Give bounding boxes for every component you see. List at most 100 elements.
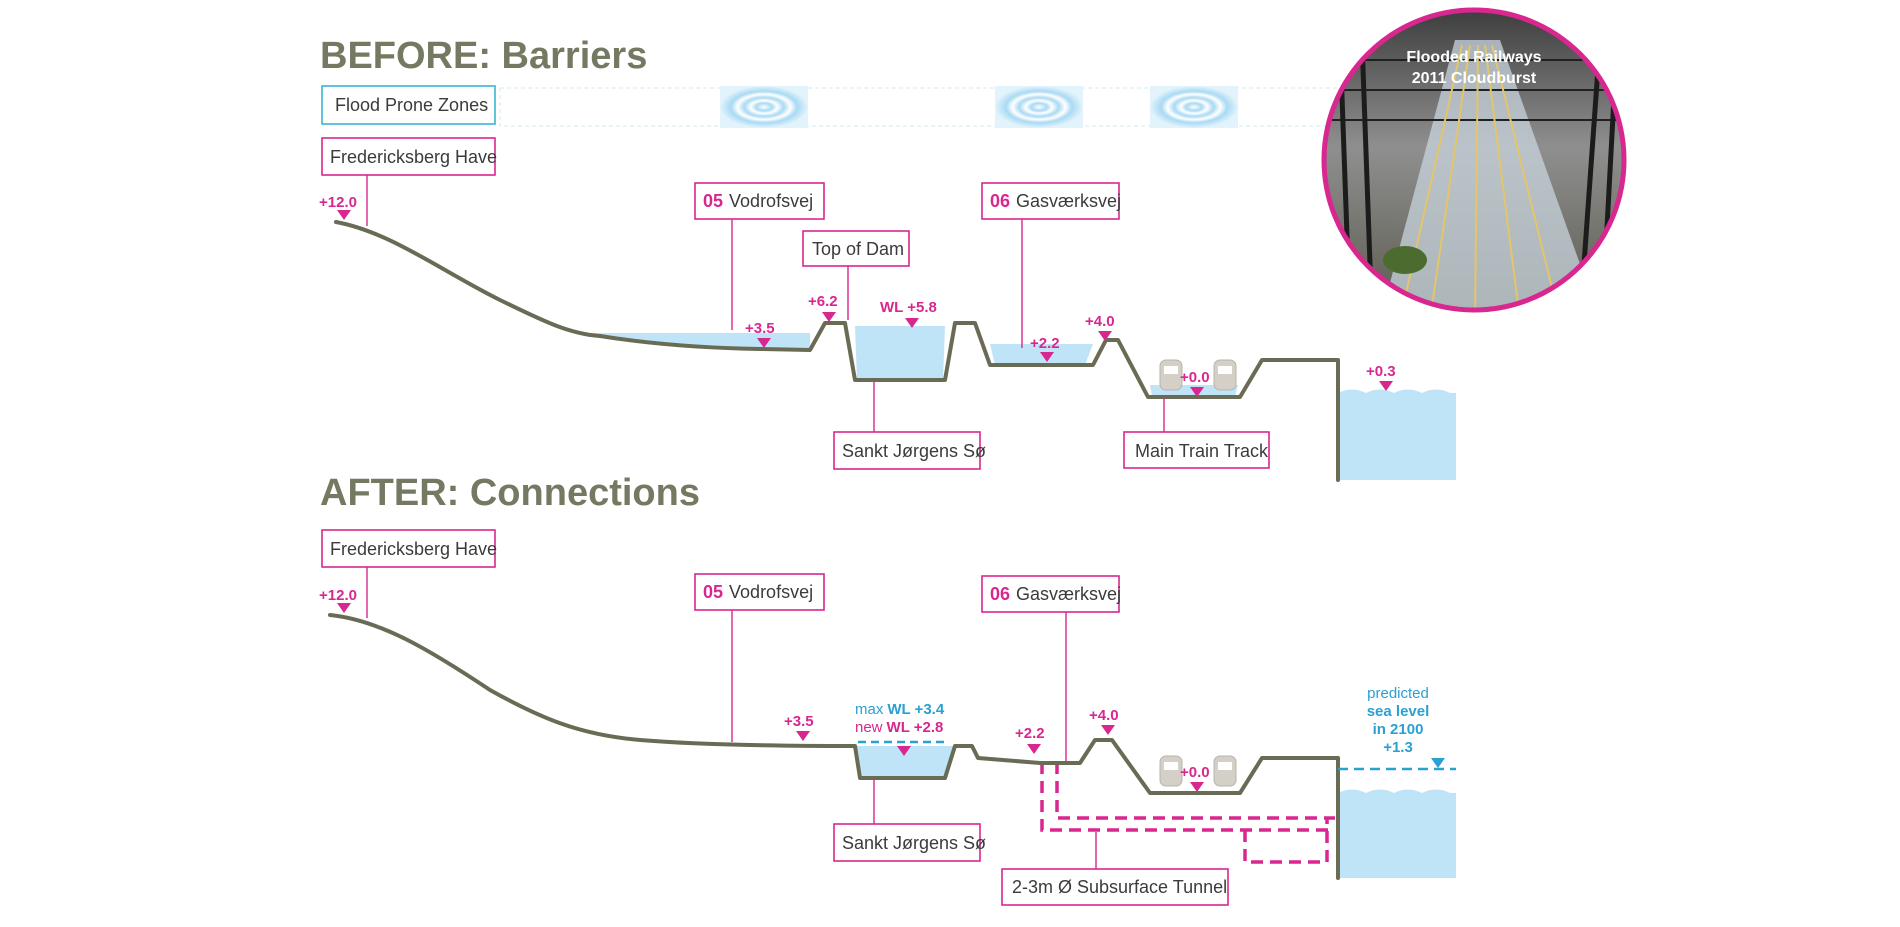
photo-flood-water — [1380, 40, 1600, 310]
after-train-elev: +0.0 — [1180, 764, 1210, 781]
sea-level-marker — [1431, 758, 1445, 768]
after-train-icon-right — [1213, 755, 1237, 787]
flood-zone-ripple — [720, 86, 808, 128]
before-vodrofsvej-marker — [757, 338, 771, 348]
tunnel-upper — [1040, 762, 1335, 832]
photo-vegetation — [1383, 246, 1427, 274]
sea-level-line3: in 2100 — [1373, 721, 1424, 738]
before-bank-marker — [1098, 331, 1112, 341]
tunnel-label-box — [1001, 868, 1229, 906]
before-dam-elev: +6.2 — [808, 293, 838, 310]
after-gasvaerksvej-elev: +2.2 — [1015, 725, 1045, 742]
before-park-label-box — [321, 137, 496, 176]
after-vodrofsvej-box — [694, 573, 825, 611]
train-body — [1213, 755, 1237, 787]
before-train-elev: +0.0 — [1180, 369, 1210, 386]
after-heading: AFTER: Connections — [320, 472, 700, 514]
before-vodrofsvej-water — [590, 333, 810, 350]
photo-poles — [1337, 39, 1619, 310]
after-park-elev-marker — [337, 603, 351, 613]
after-park-label-box — [321, 529, 496, 568]
before-train-icon-left — [1159, 359, 1183, 391]
before-gasvaerksvej-box — [981, 182, 1120, 220]
train-window — [1218, 366, 1232, 374]
before-gasvaerksvej-num: 06 — [990, 191, 1010, 211]
train-body — [1159, 359, 1183, 391]
flood-zone-ripple — [995, 86, 1083, 128]
before-sea-elev: +0.3 — [1366, 363, 1396, 380]
before-vodrofsvej-num: 05 — [703, 191, 723, 211]
before-lake-label: Sankt Jørgens Sø — [842, 441, 986, 461]
before-top-of-dam-box — [802, 230, 910, 267]
sea-level-line2: sea level — [1367, 703, 1430, 720]
before-bank-elev: +4.0 — [1085, 313, 1115, 330]
after-gasvaerksvej-marker — [1027, 744, 1041, 754]
before-park-label: Fredericksberg Have — [330, 147, 497, 167]
after-gasvaerksvej-num: 06 — [990, 584, 1010, 604]
sea-level-elev: +1.3 — [1383, 739, 1413, 756]
after-lake-new-prefix: new — [855, 719, 883, 736]
flooded-railways-photo: Flooded Railways 2011 Cloudburst — [1321, 7, 1627, 313]
flood-zones-legend-box — [321, 85, 496, 125]
after-lake-label-box — [833, 823, 981, 862]
before-lake-wl: WL +5.8 — [880, 299, 937, 316]
after-park-elev: +12.0 — [319, 587, 357, 604]
before-park-elev: +12.0 — [319, 194, 357, 211]
before-lake-label-box — [833, 431, 981, 470]
photo-title-line2: 2011 Cloudburst — [1412, 70, 1537, 87]
photo-rails — [1399, 44, 1561, 310]
after-lake-max-value: WL +3.4 — [887, 701, 944, 718]
after-vodrofsvej-label: 05 Vodrofsvej — [703, 582, 813, 602]
before-lake-water — [855, 326, 945, 380]
flood-prone-zones-band — [499, 86, 1361, 128]
before-top-of-dam-label: Top of Dam — [812, 239, 904, 259]
before-heading: BEFORE: Barriers — [320, 35, 647, 77]
after-park-label: Fredericksberg Have — [330, 539, 497, 559]
after-gasvaerksvej-label: 06 Gasværksvej — [990, 584, 1121, 604]
before-gasvaerksvej-marker — [1040, 352, 1054, 362]
after-sea-water — [1338, 789, 1456, 878]
before-park-elev-marker — [337, 210, 351, 220]
after-gasvaerksvej-box — [981, 575, 1120, 613]
before-gasvaerksvej-name: Gasværksvej — [1016, 191, 1121, 211]
after-terrain-profile — [328, 613, 1340, 880]
before-dam-marker — [822, 312, 836, 322]
before-vodrofsvej-name: Vodrofsvej — [729, 191, 813, 211]
train-window — [1164, 762, 1178, 770]
after-bank-elev: +4.0 — [1089, 707, 1119, 724]
before-terrain-profile — [334, 220, 1340, 482]
after-lake-water — [855, 746, 955, 778]
train-window — [1164, 366, 1178, 374]
before-vodrofsvej-label: 05 Vodrofsvej — [703, 191, 813, 211]
after-vodrofsvej-num: 05 — [703, 582, 723, 602]
before-gasvaerksvej-elev: +2.2 — [1030, 335, 1060, 352]
after-gasvaerksvej-name: Gasværksvej — [1016, 584, 1121, 604]
train-body — [1159, 755, 1183, 787]
train-window — [1218, 762, 1232, 770]
photo-overhead-wires — [1330, 59, 1620, 121]
before-gasvaerksvej-label: 06 Gasværksvej — [990, 191, 1121, 211]
before-sea-marker — [1379, 381, 1393, 391]
before-sea-water — [1338, 389, 1456, 480]
flood-zone-ripple — [1150, 86, 1238, 128]
photo-title-line1: Flooded Railways — [1406, 49, 1541, 66]
photo-frame — [1321, 7, 1627, 313]
before-train-icon-right — [1213, 359, 1237, 391]
before-lake-wl-marker — [905, 318, 919, 328]
tunnel-loop — [1243, 818, 1329, 864]
sea-level-line1: predicted — [1367, 685, 1429, 702]
after-lake-max-prefix: max — [855, 701, 884, 718]
before-vodrofsvej-elev: +3.5 — [745, 320, 775, 337]
before-train-label-box — [1123, 431, 1270, 469]
after-vodrofsvej-name: Vodrofsvej — [729, 582, 813, 602]
before-train-label: Main Train Track — [1135, 441, 1269, 461]
after-train-icon-left — [1159, 755, 1183, 787]
after-lake-new-value: WL +2.8 — [887, 719, 944, 736]
train-body — [1213, 359, 1237, 391]
after-lake-wl-marker — [897, 746, 911, 756]
after-vodrofsvej-marker — [796, 731, 810, 741]
before-train-marker — [1190, 387, 1204, 397]
